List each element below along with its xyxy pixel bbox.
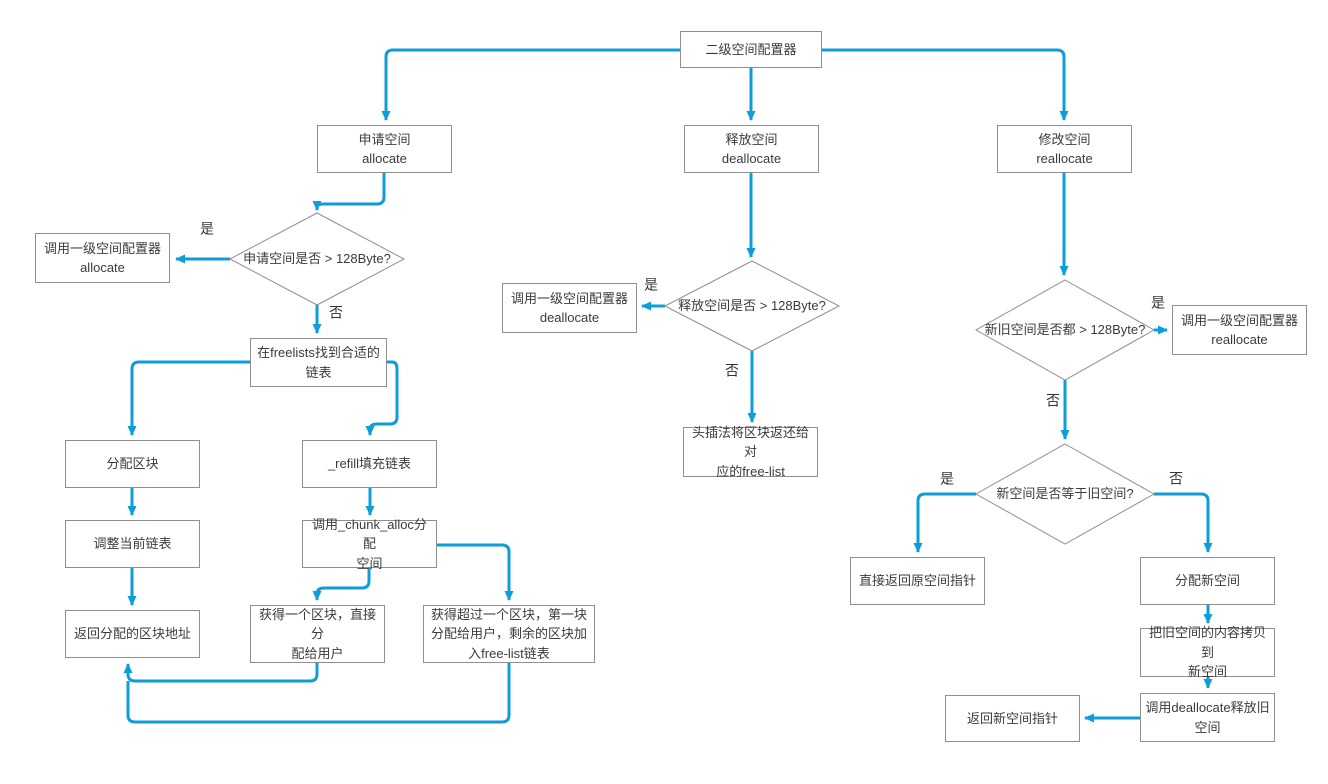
edge-freelist-to-refill <box>365 360 399 436</box>
node-call-l1-reallocate: 调用一级空间配置器 reallocate <box>1172 305 1307 355</box>
node-call-l1-allocate: 调用一级空间配置器 allocate <box>35 233 170 283</box>
node-got-one-chunk: 获得一个区块，直接分 配给用户 <box>250 605 385 663</box>
node-chunk-alloc: 调用_chunk_alloc分配 空间 <box>302 517 437 571</box>
edge-root-to-reallocate <box>822 48 1069 121</box>
edge-deallocate-decision-yes-label: 是 <box>642 276 660 294</box>
node-reallocate-entry: 修改空间 reallocate <box>997 125 1132 173</box>
edge-equal-decision-yes <box>913 492 976 553</box>
node-copy-content: 把旧空间的内容拷贝到 新空间 <box>1140 625 1275 679</box>
decision-reallocate-size-shape <box>974 279 1156 381</box>
edge-reallocate-decision-no-label: 否 <box>1044 392 1062 410</box>
edge-allocate-to-decision <box>312 173 386 211</box>
node-allocate-new-space: 分配新空间 <box>1140 557 1275 605</box>
edge-chunk-alloc-to-multi-chunk <box>437 543 514 601</box>
edge-allocate-decision-yes-label: 是 <box>198 220 216 238</box>
node-adjust-list: 调整当前链表 <box>65 520 200 568</box>
node-root: 二级空间配置器 <box>680 31 822 68</box>
node-allocate-entry: 申请空间 allocate <box>317 125 452 173</box>
edge-multi-chunk-to-return-address <box>126 663 511 724</box>
node-return-chunk-address: 返回分配的区块地址 <box>65 610 200 658</box>
edge-one-chunk-to-return-address <box>123 663 319 683</box>
edge-root-to-allocate <box>381 48 680 121</box>
edge-equal-decision-no <box>1154 492 1213 553</box>
edge-reallocate-decision-yes-label: 是 <box>1149 294 1167 312</box>
edge-freelist-to-allocate-chunk <box>127 360 250 436</box>
node-call-l1-deallocate: 调用一级空间配置器 deallocate <box>502 283 637 333</box>
node-head-insert-freelist: 头插法将区块返还给对 应的free-list <box>683 425 818 479</box>
node-return-new-pointer: 返回新空间指针 <box>945 695 1080 742</box>
edge-allocate-decision-no-label: 否 <box>327 304 345 322</box>
decision-space-equal-shape <box>974 443 1156 545</box>
node-deallocate-entry: 释放空间 deallocate <box>684 125 819 173</box>
node-find-freelist: 在freelists找到合适的 链表 <box>250 338 387 387</box>
node-return-original-pointer: 直接返回原空间指针 <box>850 557 985 605</box>
node-got-multi-chunk: 获得超过一个区块，第一块 分配给用户，剩余的区块加 入free-list链表 <box>423 605 595 663</box>
edge-chunk-alloc-to-one-chunk <box>312 568 371 601</box>
node-call-deallocate-old: 调用deallocate释放旧 空间 <box>1140 693 1275 742</box>
edge-deallocate-decision-no-label: 否 <box>723 362 741 380</box>
edge-equal-decision-no-label: 否 <box>1167 470 1185 488</box>
node-refill: _refill填充链表 <box>302 440 437 488</box>
edge-equal-decision-yes-label: 是 <box>938 470 956 488</box>
decision-deallocate-size-shape <box>663 260 841 352</box>
decision-allocate-size-shape <box>228 212 406 306</box>
node-allocate-chunk: 分配区块 <box>65 440 200 488</box>
